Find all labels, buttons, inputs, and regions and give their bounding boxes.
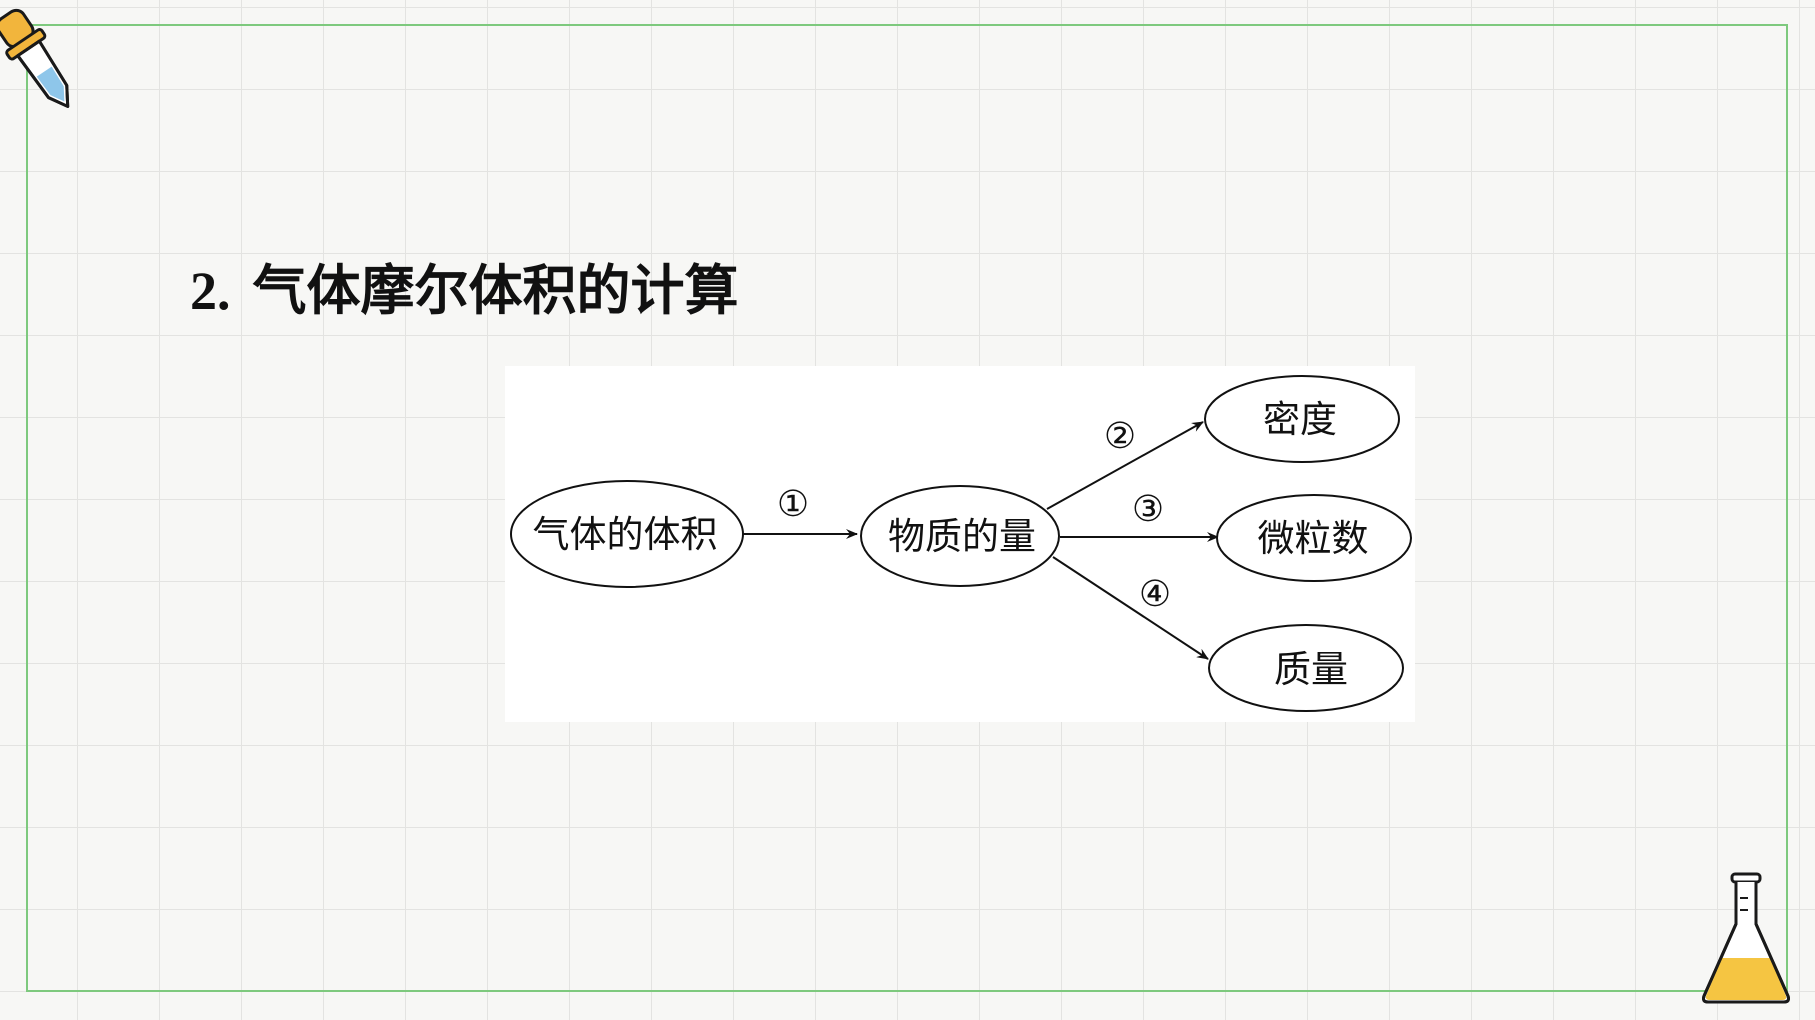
title-number: 2. bbox=[190, 261, 231, 321]
node-particles-label: 微粒数 bbox=[1258, 517, 1369, 560]
title-text: 气体摩尔体积的计算 bbox=[252, 259, 739, 322]
step-1-label: ① bbox=[777, 484, 809, 525]
node-amount-label: 物质的量 bbox=[888, 515, 1036, 558]
node-density-label: 密度 bbox=[1263, 398, 1337, 441]
slide-title: 2. 气体摩尔体积的计算 bbox=[190, 256, 739, 326]
conversion-diagram: 气体的体积 物质的量 密度 微粒数 质量 ① ② ③ ④ bbox=[505, 366, 1415, 722]
node-mass-label: 质量 bbox=[1274, 648, 1348, 691]
node-particles bbox=[1216, 494, 1412, 582]
step-4-label: ④ bbox=[1139, 574, 1171, 615]
arrow-4 bbox=[1052, 556, 1209, 660]
arrow-2 bbox=[1046, 421, 1204, 510]
slide-frame bbox=[26, 24, 1788, 992]
node-gas-volume bbox=[510, 480, 744, 588]
dropper-icon bbox=[0, 8, 70, 108]
step-2-label: ② bbox=[1104, 416, 1136, 457]
node-density bbox=[1204, 375, 1400, 463]
step-3-label: ③ bbox=[1132, 489, 1164, 530]
node-mass bbox=[1208, 624, 1404, 712]
node-gas-volume-label: 气体的体积 bbox=[533, 513, 718, 556]
node-amount-of-substance bbox=[860, 485, 1060, 587]
flask-icon bbox=[1702, 872, 1790, 1004]
